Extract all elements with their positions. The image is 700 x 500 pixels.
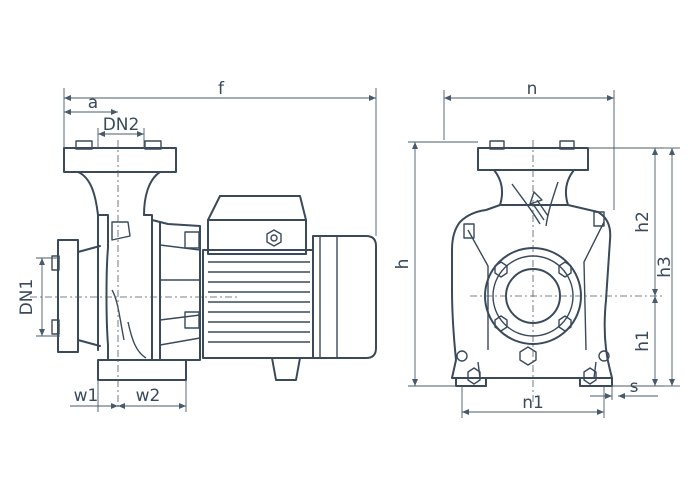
fan-cover (312, 235, 377, 359)
front-dimensions: n h h2 h1 h3 n1 s (393, 79, 680, 418)
side-dimensions: f a DN2 DN1 w1 w2 (17, 79, 377, 412)
label-f: f (218, 79, 225, 99)
front-casing (451, 204, 613, 379)
label-a: a (88, 93, 98, 113)
side-view (30, 140, 377, 408)
motor-fins (208, 261, 310, 343)
front-view (451, 140, 664, 402)
label-h: h (393, 259, 413, 270)
label-h2: h2 (633, 211, 653, 233)
label-n: n (527, 79, 538, 99)
motor-foot (271, 357, 301, 381)
label-w2: w2 (136, 386, 161, 406)
label-dn2: DN2 (103, 115, 140, 135)
label-n1: n1 (522, 393, 544, 413)
label-s: s (630, 377, 639, 397)
pump-base (97, 359, 187, 381)
label-w1: w1 (74, 386, 99, 406)
outlet-flange (63, 147, 177, 173)
label-dn1: DN1 (17, 279, 37, 316)
label-h3: h3 (655, 256, 675, 278)
inlet-flange (57, 239, 79, 353)
cable-gland (266, 229, 282, 247)
volute (97, 214, 109, 361)
label-h1: h1 (633, 330, 653, 352)
terminal-box (207, 195, 307, 221)
